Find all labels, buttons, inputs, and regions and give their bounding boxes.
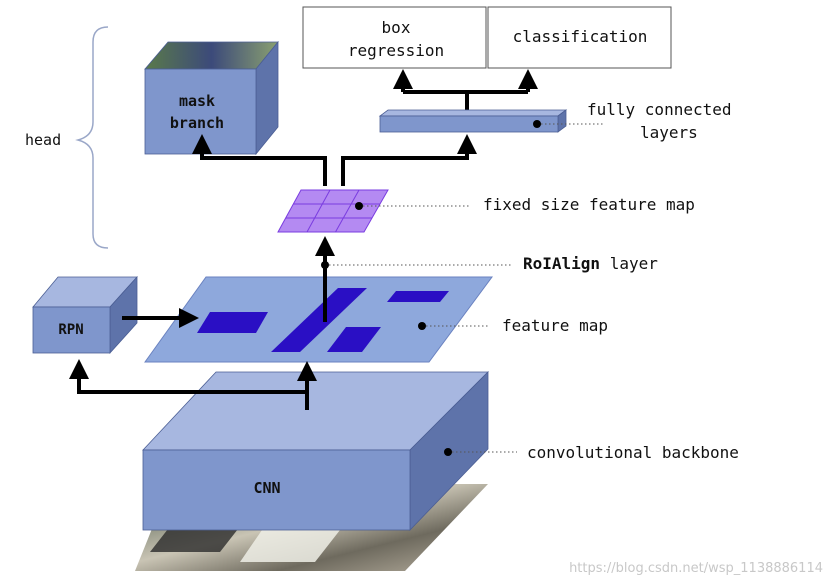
watermark: https://blog.csdn.net/wsp_1138886114 xyxy=(569,561,823,576)
rpn-box xyxy=(32,275,138,355)
fc-to-outputs-arrows xyxy=(393,69,538,112)
feature-map xyxy=(144,276,493,363)
roialign-label-bold: RoIAlign xyxy=(523,254,600,273)
rpn-label: RPN xyxy=(58,322,83,338)
convolutional-backbone-label: convolutional backbone xyxy=(527,443,739,462)
mask-branch-label-line2: branch xyxy=(170,114,224,132)
roialign-label-rest: layer xyxy=(600,254,658,273)
cnn-backbone-box xyxy=(142,371,489,531)
roialign-dot xyxy=(321,261,329,269)
fully-connected-layer xyxy=(378,109,568,133)
classification-box xyxy=(487,6,672,69)
feature-map-label: feature map xyxy=(502,316,608,335)
roialign-label: RoIAlign layer xyxy=(523,254,658,273)
fixed-size-feature-map xyxy=(277,189,389,233)
fixed-size-feature-map-label: fixed size feature map xyxy=(483,195,695,214)
grid-to-heads-arrows xyxy=(192,134,477,186)
box-regression-label-line1: box xyxy=(382,18,411,37)
fully-connected-label-line2: layers xyxy=(640,123,698,142)
cnn-label: CNN xyxy=(253,479,280,497)
head-label: head xyxy=(25,131,61,149)
fully-connected-label-line1: fully connected xyxy=(587,100,732,119)
box-regression-label-line2: regression xyxy=(348,41,444,60)
cnn-to-rpn-and-feature-map-arrows xyxy=(69,359,317,410)
classification-label: classification xyxy=(513,27,648,46)
head-brace xyxy=(75,26,109,249)
mask-branch-label-line1: mask xyxy=(179,92,215,110)
box-regression-box xyxy=(302,6,487,69)
